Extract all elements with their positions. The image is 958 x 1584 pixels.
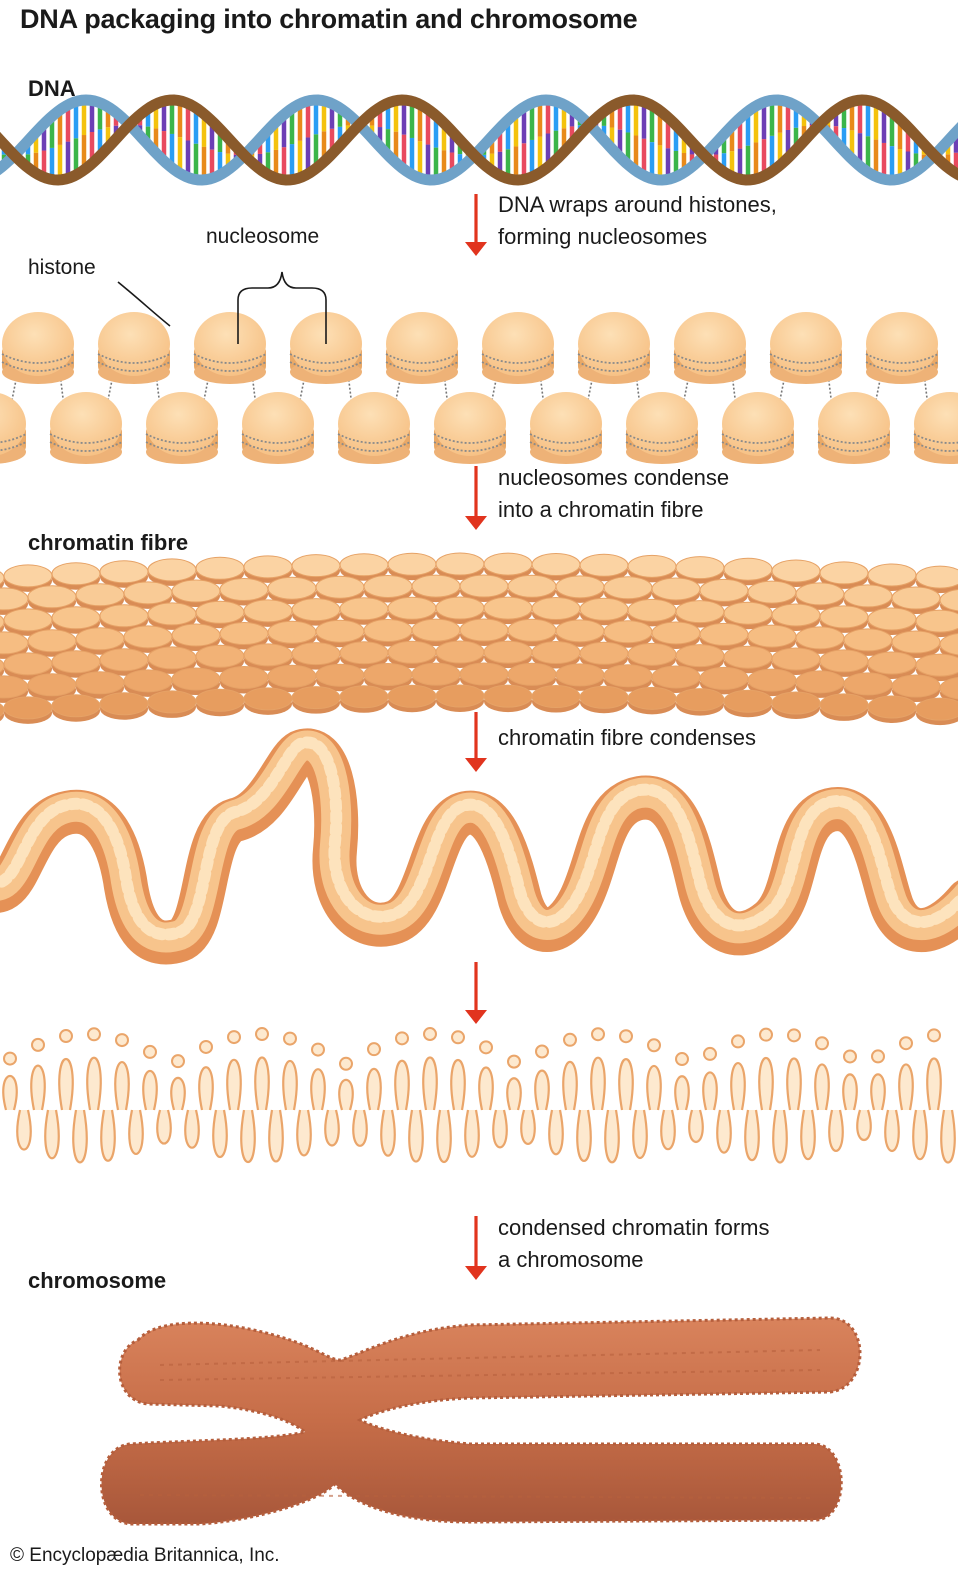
- step-1-line-1: DNA wraps around histones,: [498, 192, 777, 217]
- nucleosome: [241, 392, 315, 464]
- step-caption-2: nucleosomes condense into a chromatin fi…: [498, 462, 729, 526]
- step-5-line-2: a chromosome: [498, 1247, 644, 1272]
- nucleosome: [193, 312, 267, 384]
- section-label-chromosome: chromosome: [28, 1268, 167, 1293]
- label-histone: histone: [28, 256, 96, 279]
- nucleosome: [769, 312, 843, 384]
- nucleosome: [577, 312, 651, 384]
- step-caption-1: DNA wraps around histones, forming nucle…: [498, 189, 777, 253]
- nucleosome: [0, 393, 27, 464]
- nucleosome: [49, 392, 123, 464]
- nucleosome: [625, 392, 699, 464]
- chromatin-fibre: [0, 552, 958, 726]
- nucleosome: [673, 312, 747, 384]
- chromosome-shape: [100, 1316, 862, 1526]
- step-2-line-1: nucleosomes condense: [498, 465, 730, 490]
- arrow-icon-1: [465, 194, 487, 256]
- step-caption-3: chromatin fibre condenses: [498, 722, 756, 754]
- section-label-dna: DNA: [28, 76, 76, 101]
- nucleosome: [529, 392, 603, 464]
- condensed-fibre-loops: [0, 728, 958, 965]
- arrow-icon-2: [465, 466, 487, 530]
- page-title: DNA packaging into chromatin and chromos…: [20, 4, 638, 34]
- nucleosome: [1, 312, 75, 384]
- arrow-icon-4: [465, 962, 487, 1024]
- step-5-line-1: condensed chromatin forms: [498, 1215, 770, 1240]
- nucleosome: [97, 312, 171, 384]
- label-nucleosome: nucleosome: [206, 225, 320, 248]
- nucleosome-bracket: [237, 271, 327, 344]
- nucleosome-row: [0, 312, 958, 464]
- arrow-icon-3: [465, 712, 487, 772]
- nucleosome: [337, 392, 411, 464]
- step-2-line-2: into a chromatin fibre: [498, 497, 704, 522]
- nucleosome: [145, 392, 219, 464]
- dna-double-helix: [0, 94, 958, 186]
- nucleosome: [721, 392, 795, 464]
- nucleosome: [817, 392, 891, 464]
- nucleosome: [913, 392, 958, 464]
- copyright-credit: © Encyclopædia Britannica, Inc.: [10, 1545, 280, 1566]
- looped-chromatin: [2, 1027, 956, 1164]
- nucleosome: [481, 312, 555, 384]
- nucleosome: [385, 312, 459, 384]
- nucleosome: [865, 312, 939, 384]
- histone-pointer-line: [117, 281, 171, 327]
- step-3-line-1: chromatin fibre condenses: [498, 725, 757, 750]
- step-1-line-2: forming nucleosomes: [498, 224, 708, 249]
- arrow-icon-5: [465, 1216, 487, 1280]
- step-caption-5: condensed chromatin forms a chromosome: [498, 1212, 769, 1276]
- nucleosome: [433, 392, 507, 464]
- section-label-chromatin-fibre: chromatin fibre: [28, 530, 189, 555]
